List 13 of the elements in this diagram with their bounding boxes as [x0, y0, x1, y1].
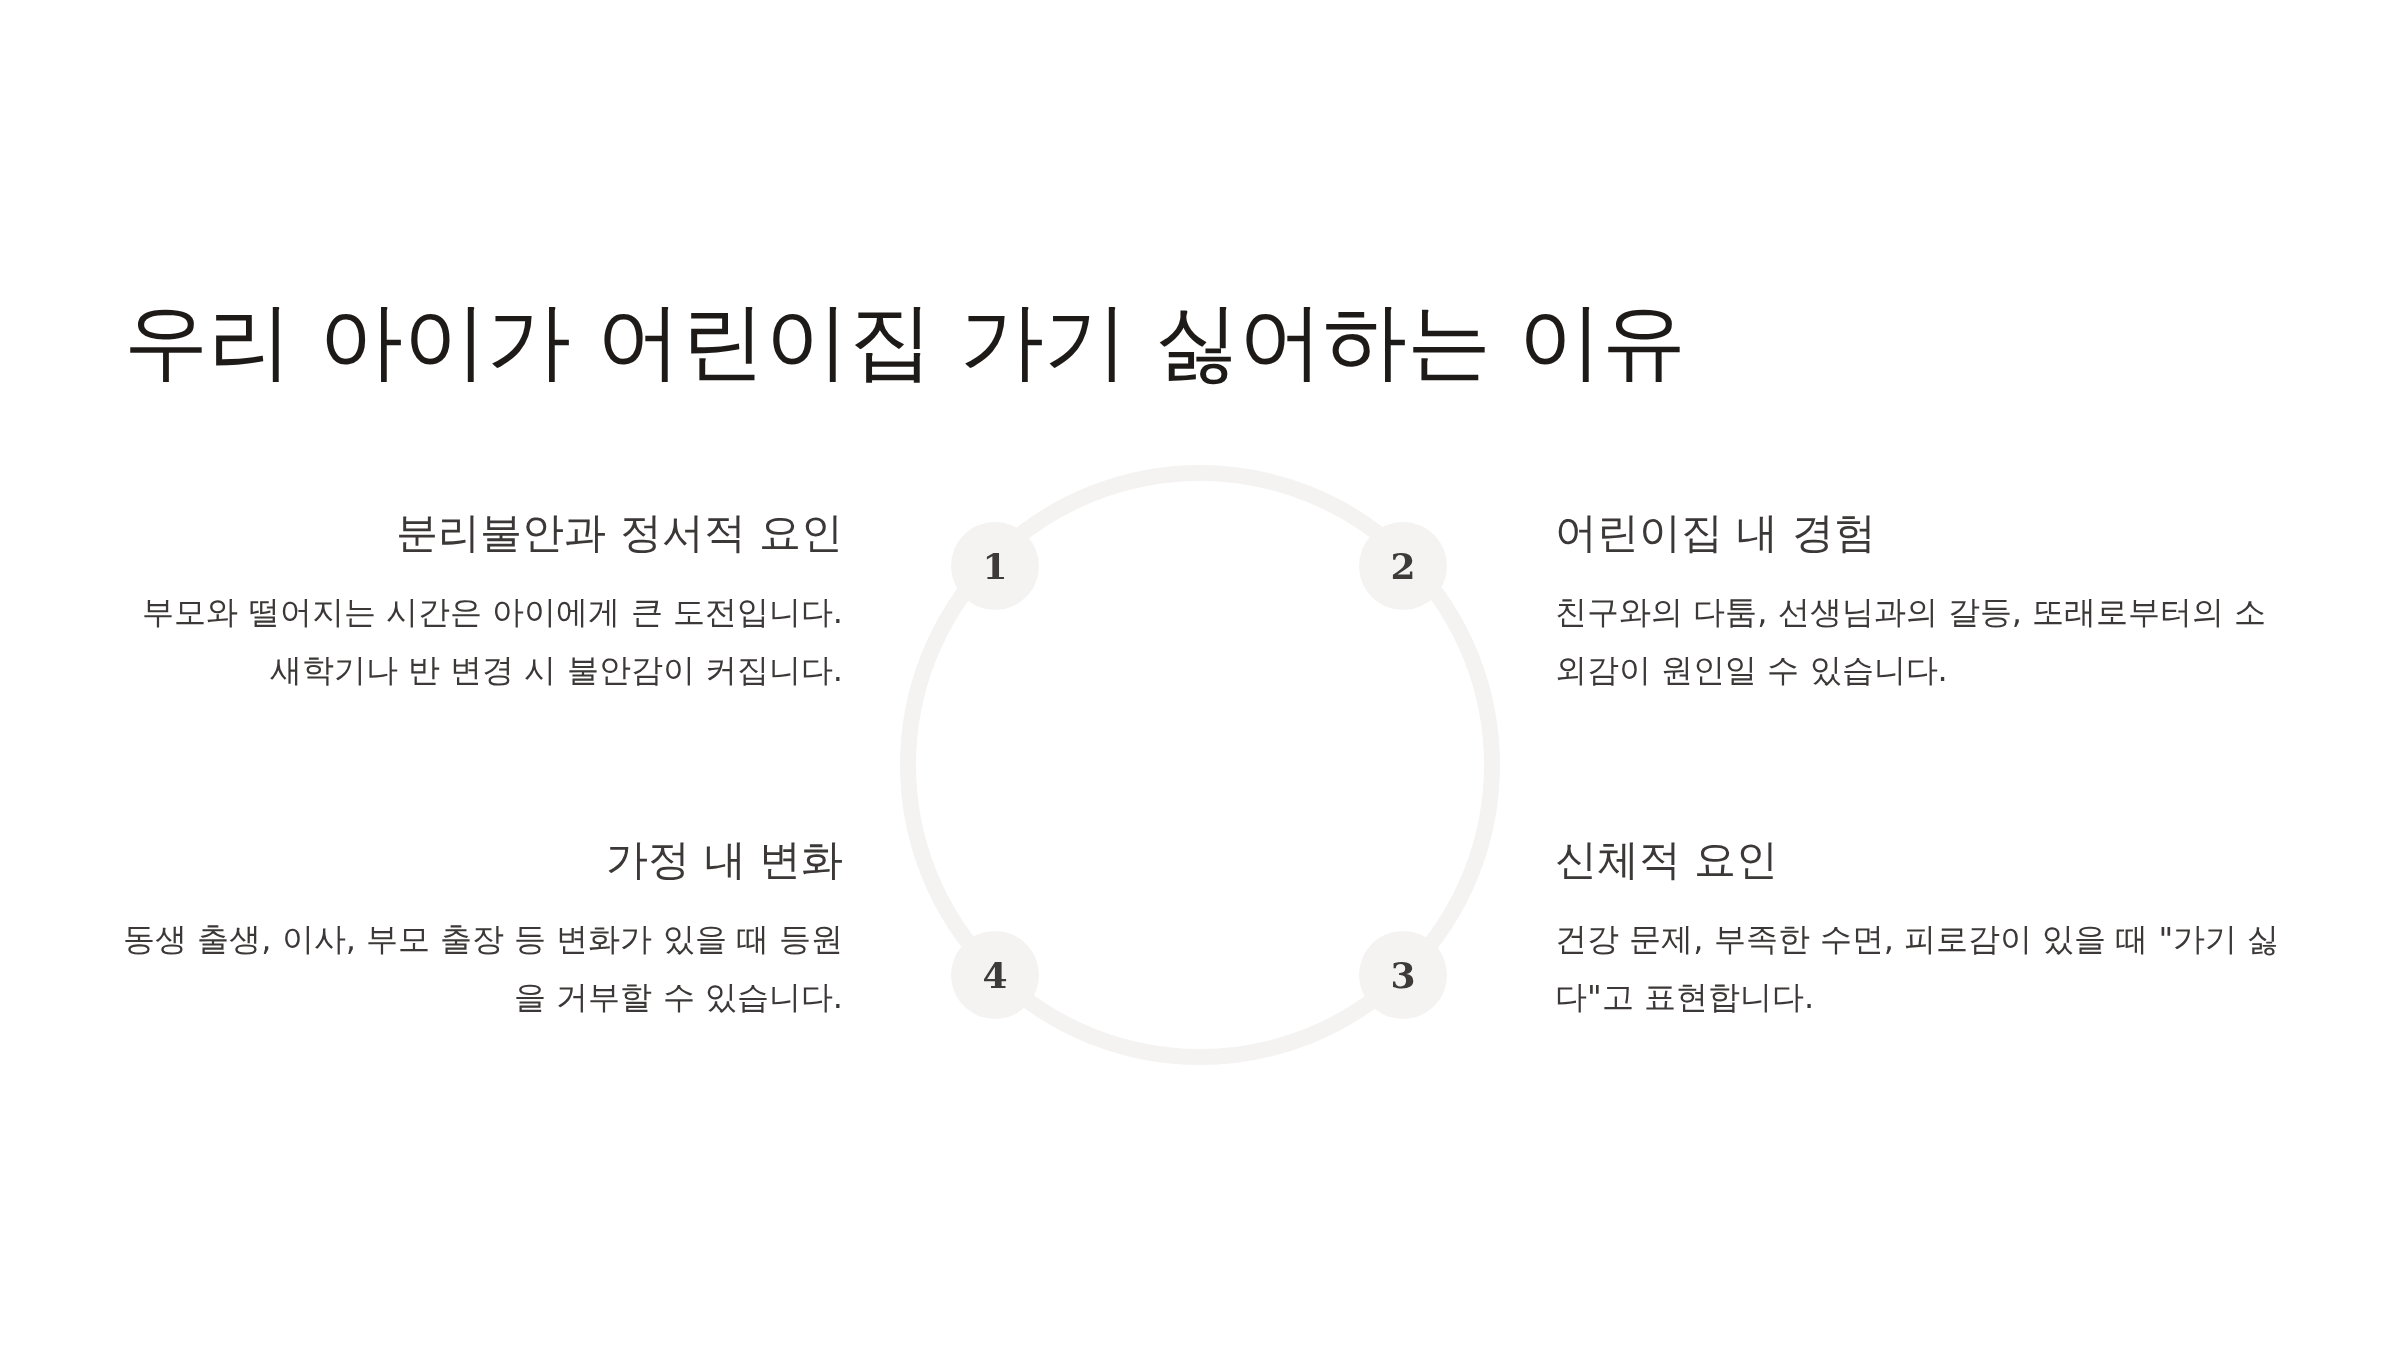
- number-circle: 2: [1359, 522, 1447, 610]
- section-heading: 가정 내 변화: [605, 834, 843, 886]
- number-circle: 1: [951, 522, 1039, 610]
- description-text: 건강 문제, 부족한 수면, 피로감이 있을 때 "가기 싫다"고 표현합니다.: [1555, 919, 2281, 1018]
- number-circle: 4: [951, 931, 1039, 1019]
- description-text: 부모와 떨어지는 시간은 아이에게 큰 도전입니다. 새학기나 반 변경 시 불안감이 커집니다.: [140, 592, 843, 691]
- title: 우리 아이가 어린이집 가기 싫어하는 이유: [124, 291, 1686, 392]
- section-heading: 어린이집 내 경험: [1555, 507, 1877, 559]
- number-circle: 3: [1359, 931, 1447, 1019]
- description-text: 친구와의 다툼, 선생님과의 갈등, 또래로부터의 소외감이 원인일 수 있습니다.: [1555, 592, 2268, 691]
- description-text: 동생 출생, 이사, 부모 출장 등 변화가 있을 때 등원을 거부할 수 있습니다.: [122, 919, 843, 1018]
- section-heading: 분리불안과 정서적 요인: [395, 507, 843, 559]
- section-heading: 신체적 요인: [1555, 834, 1780, 886]
